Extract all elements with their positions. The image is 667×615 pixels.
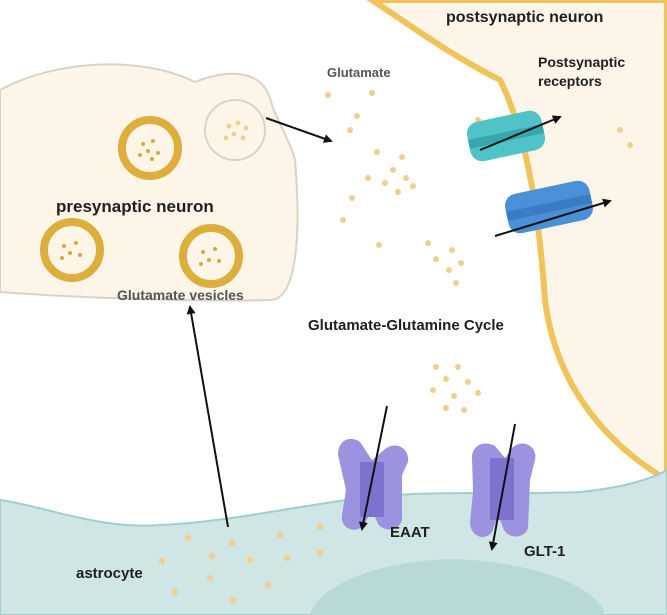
eaat-label: EAAT xyxy=(390,524,430,541)
postsynaptic-receptor-blue xyxy=(505,180,593,234)
presynaptic-neuron-label: presynaptic neuron xyxy=(56,197,214,216)
eaat-uptake-arrow xyxy=(358,405,388,531)
vesicle xyxy=(179,224,243,288)
released-glutamate xyxy=(223,120,249,141)
astrocyte-nucleus xyxy=(310,559,605,615)
receptor-arrow-teal xyxy=(479,115,562,151)
glt1-uptake-arrow xyxy=(488,423,516,551)
receptor-arrow-blue xyxy=(494,198,612,237)
eaat-transporter xyxy=(338,438,409,530)
postsynaptic-receptors-label-line1: Postsynaptic xyxy=(538,54,625,70)
recycle-arrow xyxy=(186,305,229,528)
postsynaptic-neuron-label: postsynaptic neuron xyxy=(446,9,603,26)
vesicle xyxy=(118,116,182,180)
cycle-title: Glutamate-Glutamine Cycle xyxy=(308,317,504,334)
astrocyte-label: astrocyte xyxy=(76,565,143,582)
glt1-label: GLT-1 xyxy=(524,543,565,560)
astrocyte-glutamate xyxy=(158,523,324,604)
exocytosis-pocket xyxy=(204,99,266,161)
glutamate-vesicles-label: Glutamate vesicles xyxy=(117,287,244,303)
postsynaptic-receptors-label-line2: receptors xyxy=(538,73,602,89)
synaptic-glutamate xyxy=(325,90,633,413)
postsynaptic-neuron xyxy=(366,0,667,484)
vesicle xyxy=(40,218,104,282)
glutamate-label: Glutamate xyxy=(327,65,391,80)
release-arrow xyxy=(265,117,333,143)
astrocyte-cell xyxy=(0,468,667,615)
